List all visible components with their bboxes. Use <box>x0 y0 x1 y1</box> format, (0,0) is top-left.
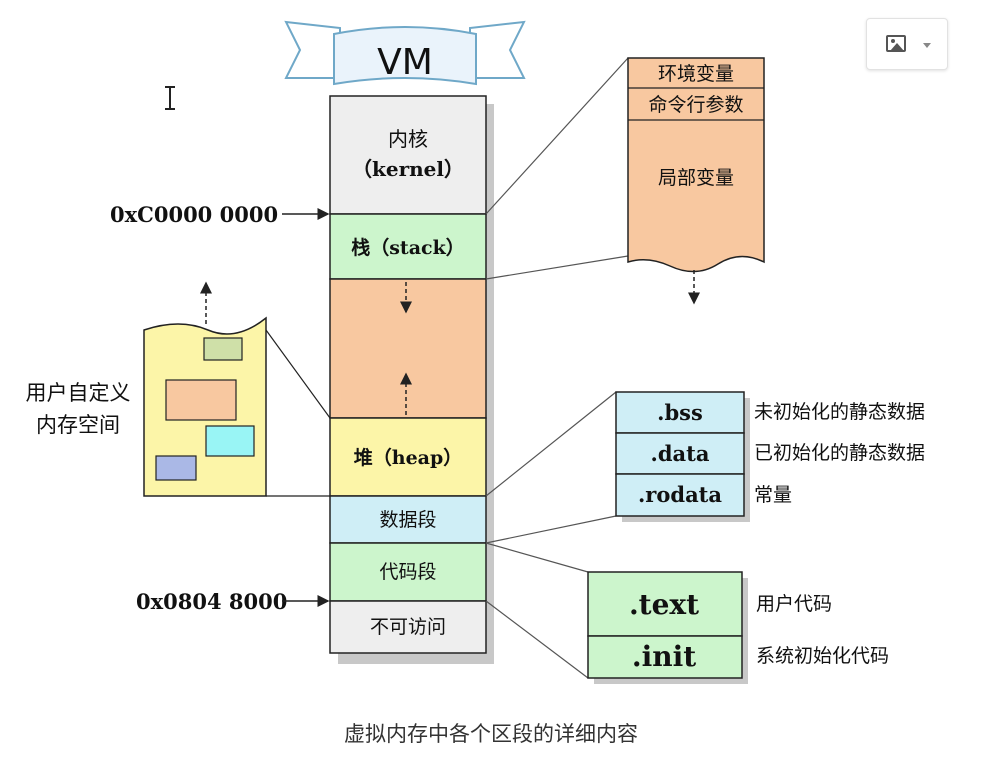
kernel-segment <box>329 95 487 215</box>
data-name: .data <box>651 441 710 466</box>
free-gap-segment <box>329 278 487 419</box>
rodata-name: .rodata <box>638 482 722 507</box>
bss-box <box>615 391 745 434</box>
init-desc: 系统初始化代码 <box>756 645 889 667</box>
env-vars-label: 环境变量 <box>658 63 734 85</box>
data-detail-callout: .bss .data .rodata 未初始化的静态数据 已初始化的静态数据 常… <box>485 391 925 544</box>
stack-segment <box>329 213 487 280</box>
stack-detail-callout: 环境变量 命令行参数 局部变量 <box>485 57 765 305</box>
chevron-down-icon <box>923 43 931 48</box>
image-tool-button[interactable] <box>866 18 948 70</box>
data-desc: 已初始化的静态数据 <box>754 442 925 464</box>
code-detail-callout: .text .init 用户代码 系统初始化代码 <box>485 542 889 684</box>
image-icon <box>886 35 906 52</box>
kernel-label: 内核 <box>388 127 428 151</box>
init-name: .init <box>632 640 696 673</box>
user-block-green <box>203 337 243 361</box>
stack-callout-line-bottom <box>485 255 629 280</box>
vm-column: 内核 （kernel） 栈（stack） 堆（heap） 数据段 代码段 不可访… <box>329 95 487 654</box>
user-callout-line-top <box>265 329 331 419</box>
vm-banner: VM <box>284 20 526 86</box>
heap-segment <box>329 417 487 497</box>
figure-caption: 虚拟内存中各个区段的详细内容 <box>344 722 638 746</box>
text-name: .text <box>629 588 699 621</box>
data-callout-line-bottom <box>485 515 617 544</box>
user-memory-label-line2: 内存空间 <box>36 413 120 437</box>
code-callout-line-top <box>485 542 589 573</box>
user-block-blue <box>155 455 197 481</box>
data-callout-line-top <box>485 391 617 497</box>
text-box <box>587 571 743 637</box>
user-memory-label-line1: 用户自定义 <box>26 381 131 405</box>
no-access-label: 不可访问 <box>370 616 446 638</box>
data-segment-label: 数据段 <box>379 509 436 531</box>
rodata-desc: 常量 <box>754 484 792 506</box>
heap-label: 堆（heap） <box>354 446 463 469</box>
stack-callout-line-top <box>485 57 629 215</box>
no-access-segment <box>329 600 487 654</box>
user-block-orange <box>165 379 237 421</box>
kernel-start-address: 0xC0000 0000 <box>110 202 278 227</box>
local-vars-label: 局部变量 <box>658 167 734 189</box>
bss-desc: 未初始化的静态数据 <box>754 401 925 423</box>
code-start-address: 0x0804 8000 <box>136 589 287 614</box>
user-memory-callout: 用户自定义 内存空间 <box>26 281 331 497</box>
user-block-cyan <box>205 425 255 457</box>
vm-diagram: VM 内核 （kernel） 栈（stack） 堆（heap） 数据段 代码段 … <box>26 20 925 684</box>
text-cursor-icon <box>165 86 175 110</box>
text-desc: 用户代码 <box>756 593 832 615</box>
init-box <box>587 635 743 679</box>
rodata-box <box>615 473 745 517</box>
vm-title: VM <box>377 42 433 83</box>
cmdline-args-label: 命令行参数 <box>648 94 743 116</box>
code-segment <box>329 542 487 602</box>
stack-label: 栈（stack） <box>351 236 465 259</box>
kernel-sublabel: （kernel） <box>352 157 464 181</box>
bss-name: .bss <box>657 400 703 425</box>
code-segment-label: 代码段 <box>379 561 436 583</box>
code-callout-line-bottom <box>485 600 589 679</box>
